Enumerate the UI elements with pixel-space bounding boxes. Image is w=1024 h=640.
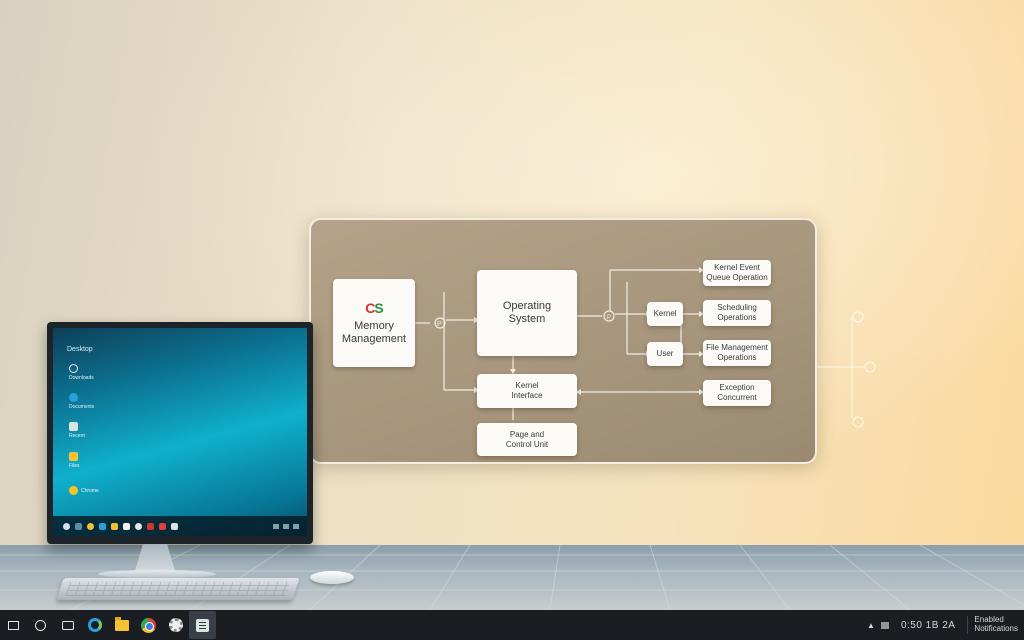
mouse — [310, 571, 354, 584]
screen-tray-volume-icon — [283, 523, 289, 529]
memory-management-node[interactable]: CS Memory Management — [333, 279, 415, 367]
notification-area[interactable]: Enabled Notifications — [967, 615, 1018, 634]
start-icon — [8, 620, 19, 630]
app-icon — [196, 618, 209, 632]
memory-management-label: Memory Management — [341, 319, 407, 345]
page-control-node[interactable]: Page and Control Unit — [477, 423, 577, 456]
screen-notes-icon[interactable] — [123, 522, 130, 530]
screen-tray-network-icon — [273, 523, 279, 529]
screen-system-tray — [273, 523, 307, 529]
taskbar-clock[interactable]: 0:50 1B 2A — [900, 619, 956, 631]
task-view-button[interactable] — [54, 611, 81, 639]
right-node-4-label: Exception Concurrent — [717, 383, 757, 402]
screen-search-icon[interactable] — [75, 522, 82, 530]
chrome-icon — [69, 486, 78, 495]
desktop-icon-files[interactable]: Files — [69, 452, 80, 469]
edge-icon — [69, 393, 78, 402]
system-tray: ▲ 0:50 1B 2A Enabled Notifications — [867, 615, 1024, 634]
screen-settings-icon[interactable] — [135, 522, 142, 530]
taskbar: ▲ 0:50 1B 2A Enabled Notifications — [0, 610, 1024, 640]
desktop-title: Desktop — [67, 346, 93, 353]
screen-media-icon[interactable] — [159, 522, 166, 530]
user-node[interactable]: User — [647, 342, 683, 366]
right-node-4[interactable]: Exception Concurrent — [703, 380, 771, 406]
right-node-3[interactable]: File Management Operations — [703, 340, 771, 366]
os-architecture-diagram: P P CS Memory Management Operating Syste… — [309, 218, 817, 464]
folder-icon — [69, 452, 78, 461]
settings-button[interactable] — [162, 611, 189, 639]
wall-connector-lines — [817, 311, 876, 428]
gear-icon — [168, 618, 183, 632]
search-icon — [35, 619, 46, 631]
app-icon — [69, 422, 78, 431]
kernel-node[interactable]: Kernel — [647, 302, 683, 326]
download-icon — [69, 364, 78, 373]
right-node-1-label: Kernel Event Queue Operation — [706, 263, 768, 282]
monitor-stand-base — [98, 570, 216, 578]
search-button[interactable] — [27, 611, 54, 639]
notification-line-2: Notifications — [974, 624, 1018, 633]
desktop-icon-documents[interactable]: Documents — [69, 393, 94, 410]
active-app-button[interactable] — [189, 611, 216, 639]
user-label: User — [656, 349, 674, 359]
screen-app-icon[interactable] — [171, 522, 178, 530]
chrome-icon — [141, 617, 156, 633]
right-node-1[interactable]: Kernel Event Queue Operation — [703, 260, 771, 286]
right-node-3-label: File Management Operations — [706, 343, 768, 362]
keyboard — [56, 578, 300, 600]
right-node-2-label: Scheduling Operations — [717, 303, 757, 322]
chat-icon — [61, 620, 74, 630]
edge-button[interactable] — [81, 611, 108, 639]
connector-join-label: P — [437, 321, 442, 328]
screen-start-icon[interactable] — [63, 522, 70, 530]
operating-system-node[interactable]: Operating System — [477, 270, 577, 356]
file-explorer-button[interactable] — [108, 611, 135, 639]
right-node-2[interactable]: Scheduling Operations — [703, 300, 771, 326]
screen-store-icon[interactable] — [99, 522, 106, 530]
cs-logo-icon: CS — [365, 299, 384, 316]
screen-mail-icon[interactable] — [147, 522, 154, 530]
kernel-label: Kernel — [653, 309, 677, 319]
kernel-interface-node[interactable]: Kernel Interface — [477, 374, 577, 408]
screen-edge-icon[interactable] — [87, 522, 94, 530]
operating-system-label: Operating System — [502, 299, 552, 325]
screen-taskbar — [53, 516, 307, 536]
desktop-icon-downloads[interactable]: Downloads — [69, 364, 94, 381]
page-control-label: Page and Control Unit — [505, 429, 549, 449]
desktop-monitor: Desktop Downloads Documents Recent Files… — [47, 322, 313, 544]
folder-icon — [114, 616, 129, 631]
notification-line-1: Enabled — [974, 615, 1004, 625]
desktop-icon-recent[interactable]: Recent — [69, 422, 85, 439]
monitor-screen[interactable]: Desktop Downloads Documents Recent Files… — [53, 328, 307, 536]
desktop-icon-chrome[interactable]: Chrome — [69, 486, 99, 495]
chrome-button[interactable] — [135, 611, 162, 639]
chevron-up-icon[interactable]: ▲ — [867, 620, 875, 630]
connector-small-label: P — [607, 315, 611, 321]
network-icon[interactable] — [880, 621, 889, 629]
start-button[interactable] — [0, 611, 27, 639]
edge-icon — [87, 618, 102, 632]
screen-tray-battery-icon — [293, 523, 299, 529]
kernel-interface-label: Kernel Interface — [511, 381, 543, 400]
screen-folder-icon[interactable] — [111, 522, 118, 530]
